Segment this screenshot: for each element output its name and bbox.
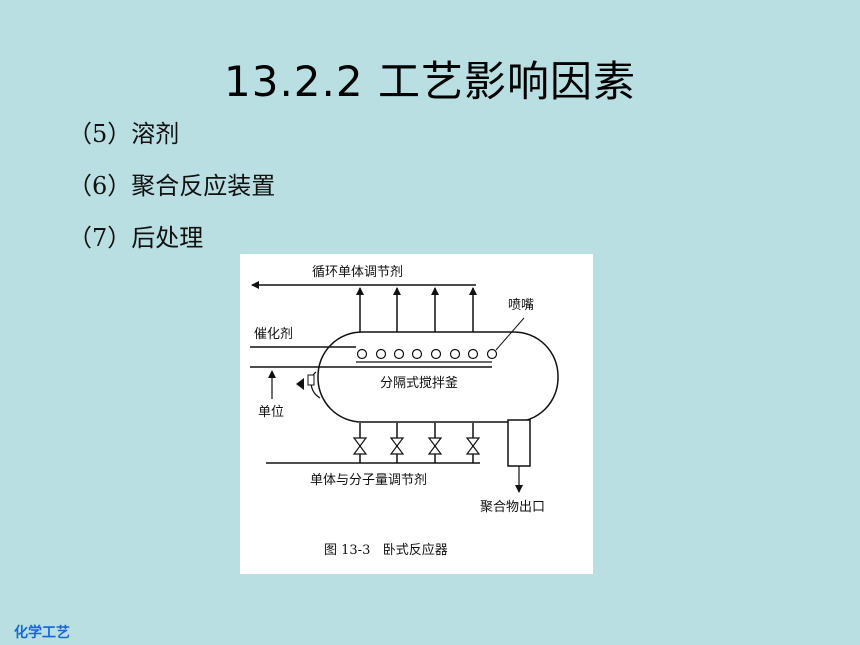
valve-icon [465, 437, 481, 455]
agitator-arrow-icon [296, 378, 304, 390]
valve-icon [427, 437, 443, 455]
nozzle [467, 348, 479, 360]
bullet-item-solvent: （5）溶剂 [68, 120, 180, 148]
reactor-diagram-svg: 循环单体调节剂 催化剂 喷嘴 单位 分隔式搅拌釜 [250, 265, 559, 558]
nozzle [393, 348, 405, 360]
valve-icon [352, 437, 368, 455]
nozzle [430, 348, 442, 360]
nozzle [486, 348, 498, 360]
outlet-label: 聚合物出口 [480, 500, 545, 515]
bullet-item-reactor: （6）聚合反应装置 [68, 172, 276, 200]
footer-label: 化学工艺 [14, 625, 70, 641]
reactor-diagram: 循环单体调节剂 催化剂 喷嘴 单位 分隔式搅拌釜 [240, 254, 593, 574]
agitator-shaft [307, 374, 315, 386]
monomer-label: 单位 [258, 405, 284, 420]
recycle-label: 循环单体调节剂 [312, 265, 403, 280]
nozzle [411, 348, 423, 360]
bullet-list: （5）溶剂 （6）聚合反应装置 （7）后处理 [68, 116, 275, 272]
nozzle-label: 喷嘴 [508, 298, 534, 313]
nozzle-leader [495, 317, 525, 351]
valve-icon [389, 437, 405, 455]
catalyst-label: 催化剂 [254, 327, 293, 342]
nozzle [449, 348, 461, 360]
nozzle [356, 348, 368, 360]
bullet-item-post-treatment: （7）后处理 [68, 224, 204, 252]
monomer-mw-label: 单体与分子量调节剂 [310, 473, 427, 488]
page-title: 13.2.2 工艺影响因素 [224, 57, 636, 106]
stirred-tank-label: 分隔式搅拌釜 [380, 375, 458, 391]
figure-caption: 图 13-3 卧式反应器 [324, 542, 448, 558]
outlet-pipe [507, 419, 531, 467]
nozzle [375, 348, 387, 360]
